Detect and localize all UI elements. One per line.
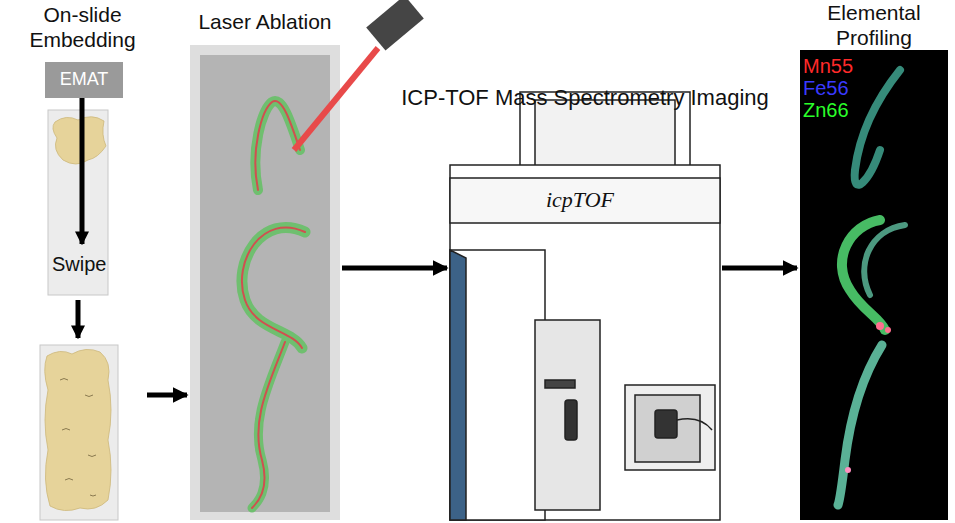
channel-label: Mn55 [803, 54, 853, 78]
material-box: EMAT [45, 62, 123, 98]
step-title: On-slide Embedding [20, 2, 145, 52]
channel-label: Zn66 [803, 98, 849, 122]
flow-arrow [147, 393, 187, 398]
result-panel: Elemental ProfilingMn55Fe56Zn66 [800, 50, 948, 520]
icp-tof-instrument [450, 92, 720, 520]
flow-arrow [722, 266, 797, 271]
process-arrow [76, 300, 81, 338]
step-label: Swipe [52, 252, 106, 276]
step-title: ICP-TOF Mass Spectrometry Imaging [340, 85, 830, 111]
box-label: EMAT [45, 62, 123, 98]
slide-after [40, 345, 118, 520]
process-panel: Laser Ablation [190, 45, 340, 520]
process-arrow [80, 98, 85, 244]
slide-before [48, 110, 108, 295]
step-title: Laser Ablation [170, 9, 360, 34]
flow-arrow [342, 266, 447, 271]
worm-micrograph [190, 45, 340, 520]
elemental-map [800, 50, 948, 520]
channel-label: Fe56 [803, 76, 849, 100]
instrument-panel: ICP-TOF Mass Spectrometry ImagingicpTOF [450, 165, 720, 520]
instrument-brand: icpTOF [520, 187, 640, 213]
step-title: Elemental Profiling [800, 0, 948, 50]
